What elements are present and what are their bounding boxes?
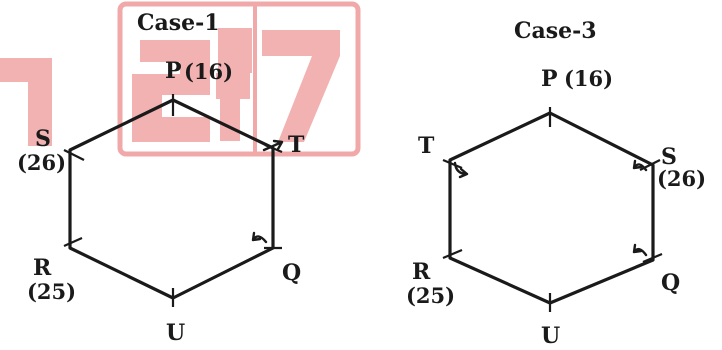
- vertex-label-r: R: [412, 259, 431, 285]
- diagram-case-3: Case-3 P (16) S (26) Q U R (25) T: [406, 18, 706, 349]
- vertex-label-q: Q: [282, 260, 301, 286]
- vertex-label-p: P: [165, 58, 182, 84]
- vertex-label-u: U: [541, 323, 560, 349]
- seat-tick-s: [63, 149, 85, 161]
- vertex-value-s: (26): [657, 166, 706, 191]
- vertex-value-p: (16): [184, 59, 233, 84]
- vertex-value-r: (25): [27, 279, 76, 304]
- seat-tick-t: [264, 143, 283, 154]
- vertex-label-q: Q: [661, 270, 680, 296]
- facing-arrow-q: [251, 231, 268, 244]
- watermark-logo: [0, 1, 361, 157]
- vertex-value-s: (26): [17, 150, 66, 175]
- facing-arrow-t: [453, 161, 469, 179]
- vertex-label-t: T: [288, 132, 305, 158]
- vertex-label-p: P: [541, 66, 558, 92]
- facing-arrow-t: [262, 139, 284, 152]
- diagram-case-1: Case-1 P (16) T Q U R (25) S (26): [17, 10, 305, 346]
- vertex-value-r: (25): [406, 283, 455, 308]
- vertex-label-u: U: [166, 320, 185, 346]
- vertex-label-t: T: [418, 133, 435, 159]
- vertex-value-p: (16): [564, 66, 613, 91]
- seat-tick-q: [642, 252, 663, 264]
- vertex-label-r: R: [33, 255, 52, 281]
- seat-tick-r: [442, 248, 463, 260]
- vertex-label-s: S: [661, 144, 677, 170]
- diagram-title: Case-3: [514, 18, 597, 44]
- vertex-label-s: S: [35, 126, 51, 152]
- facing-arrow-s: [632, 159, 648, 172]
- seat-tick-r: [63, 236, 83, 248]
- facing-arrow-q: [632, 243, 648, 257]
- hexagon-outline: [448, 111, 655, 305]
- diagram-title: Case-1: [137, 10, 220, 36]
- seat-tick-t: [442, 158, 463, 170]
